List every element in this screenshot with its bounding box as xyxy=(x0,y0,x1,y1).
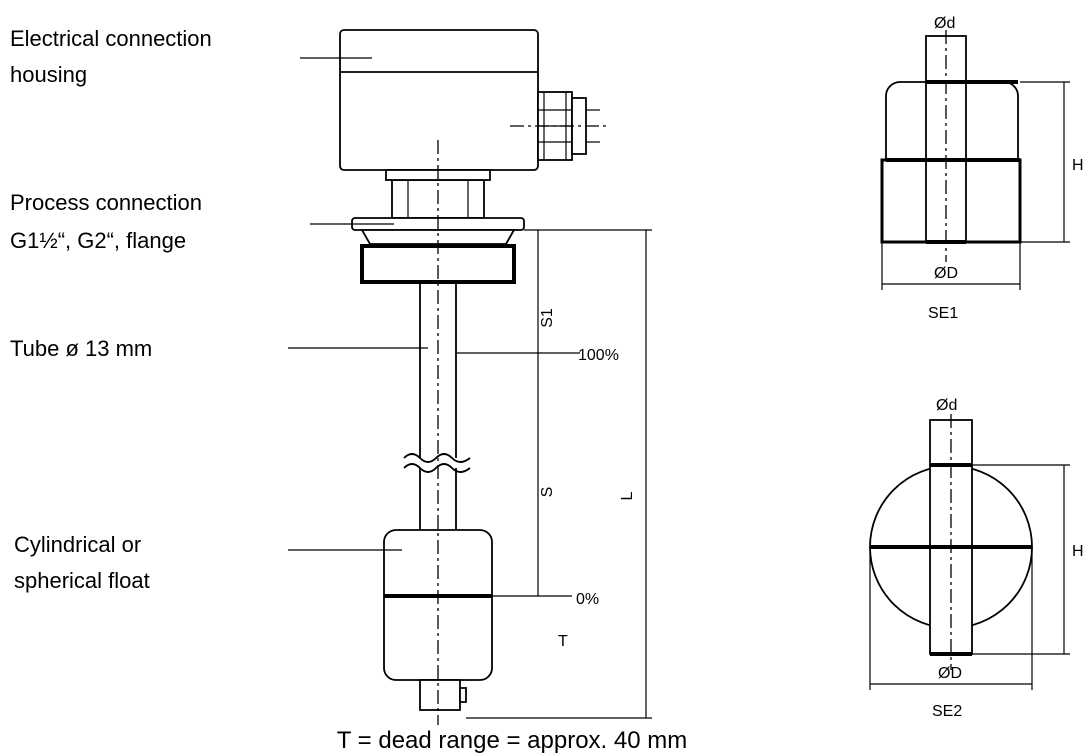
se1-large-diameter: ØD xyxy=(934,265,958,282)
housing-label-line2: housing xyxy=(10,62,87,87)
se1-name: SE1 xyxy=(928,305,958,322)
dimension-t: T xyxy=(558,633,568,650)
cable-gland xyxy=(510,91,610,161)
se1-height: H xyxy=(1072,157,1084,174)
electrical-connection-housing xyxy=(339,29,610,171)
float-label-line1: Cylindrical or xyxy=(14,532,141,557)
end-stop xyxy=(419,679,467,711)
tube-label: Tube ø 13 mm xyxy=(10,336,152,361)
level-sensor xyxy=(339,29,610,725)
float-label-line2: spherical float xyxy=(14,568,150,593)
level-0-label: 0% xyxy=(576,591,599,608)
se2-height: H xyxy=(1072,543,1084,560)
dimension-lines xyxy=(456,229,652,719)
process-label-line2: G1½“, G2“, flange xyxy=(10,228,186,253)
process-label-line1: Process connection xyxy=(10,190,202,215)
float-se2-detail xyxy=(869,414,1070,690)
dimension-l: L xyxy=(619,491,636,500)
tube xyxy=(403,282,471,530)
leader-lines xyxy=(288,57,428,551)
se2-small-diameter: Ød xyxy=(936,397,957,414)
dead-range-caption: T = dead range = approx. 40 mm xyxy=(337,727,687,754)
se2-name: SE2 xyxy=(932,703,962,720)
se2-large-diameter: ØD xyxy=(938,665,962,682)
housing-label-line1: Electrical connection xyxy=(10,26,212,51)
dimension-s1: S1 xyxy=(539,308,556,328)
dimension-s: S xyxy=(539,487,556,498)
float-se1-detail xyxy=(880,30,1070,290)
level-100-label: 100% xyxy=(578,347,619,364)
se1-small-diameter: Ød xyxy=(934,15,955,32)
